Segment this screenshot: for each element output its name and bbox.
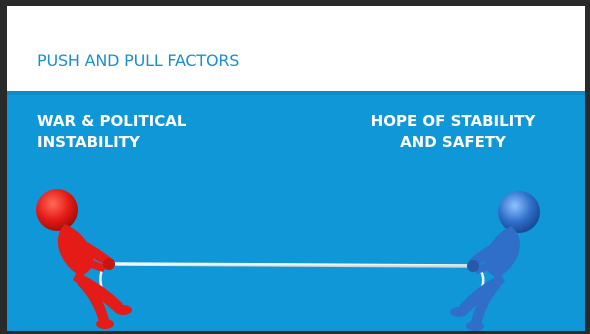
blue-figure-arm-upper (469, 238, 507, 268)
red-figure-head (36, 189, 78, 231)
rope (103, 262, 479, 268)
title-accent-line (7, 91, 585, 95)
red-figure-foot-front (96, 319, 114, 329)
window-frame-left (0, 0, 7, 334)
blue-figure-hand (467, 260, 479, 272)
blue-figure-head (498, 191, 540, 233)
push-factor-label: WAR & POLITICAL INSTABILITY (37, 112, 187, 151)
blue-figure-arm-lower (473, 250, 513, 274)
window-frame-right (585, 0, 590, 334)
red-figure-leg-front (77, 276, 109, 322)
red-figure-hand (103, 258, 115, 270)
window-frame-top (0, 0, 590, 6)
red-figure-foot-back (114, 305, 132, 315)
blue-figure-foot-back (450, 307, 468, 317)
red-figure-arm-upper (71, 236, 111, 266)
pull-factor-label: HOPE OF STABILITY AND SAFETY (370, 112, 536, 151)
red-figure-arm-lower (65, 248, 107, 272)
blue-figure-leg-front (471, 278, 501, 324)
red-figure (36, 189, 132, 329)
window-frame-bottom (0, 331, 590, 334)
tug-of-war-illustration (36, 189, 540, 331)
title-band: PUSH AND PULL FACTORS (7, 6, 585, 91)
blue-figure-foot-front (466, 321, 484, 331)
blue-figure (450, 191, 540, 331)
slide-title: PUSH AND PULL FACTORS (37, 51, 240, 70)
